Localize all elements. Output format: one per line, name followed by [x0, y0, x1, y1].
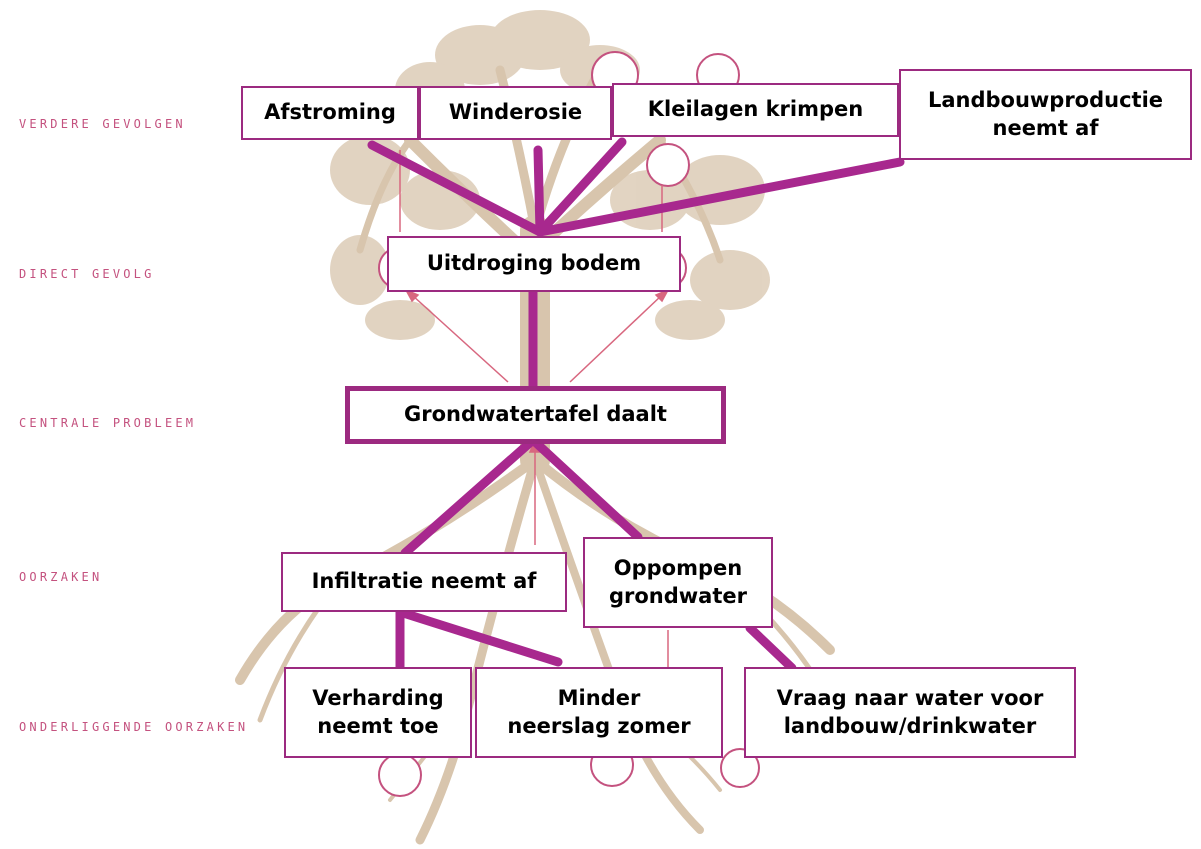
- node-oppompen-grondwater: Oppompen grondwater: [583, 537, 773, 628]
- node-infiltratie-neemt-af: Infiltratie neemt af: [281, 552, 567, 612]
- level-label-onderliggende-oorzaken: ONDERLIGGENDE OORZAKEN: [19, 720, 248, 734]
- level-label-verdere-gevolgen: VERDERE GEVOLGEN: [19, 117, 186, 131]
- node-grondwatertafel-daalt: Grondwatertafel daalt: [345, 386, 726, 444]
- node-verharding-neemt-toe: Verharding neemt toe: [284, 667, 472, 758]
- node-kleilagen-krimpen: Kleilagen krimpen: [612, 83, 899, 137]
- node-minder-neerslag-zomer: Minder neerslag zomer: [475, 667, 723, 758]
- level-label-centrale-probleem: CENTRALE PROBLEEM: [19, 416, 196, 430]
- node-winderosie: Winderosie: [419, 86, 612, 140]
- level-label-oorzaken: OORZAKEN: [19, 570, 102, 584]
- node-uitdroging-bodem: Uitdroging bodem: [387, 236, 681, 292]
- node-vraag-naar-water: Vraag naar water voor landbouw/drinkwate…: [744, 667, 1076, 758]
- level-label-direct-gevolg: DIRECT GEVOLG: [19, 267, 155, 281]
- node-landbouwproductie-neemt-af: Landbouwproductie neemt af: [899, 69, 1192, 160]
- node-afstroming: Afstroming: [241, 86, 419, 140]
